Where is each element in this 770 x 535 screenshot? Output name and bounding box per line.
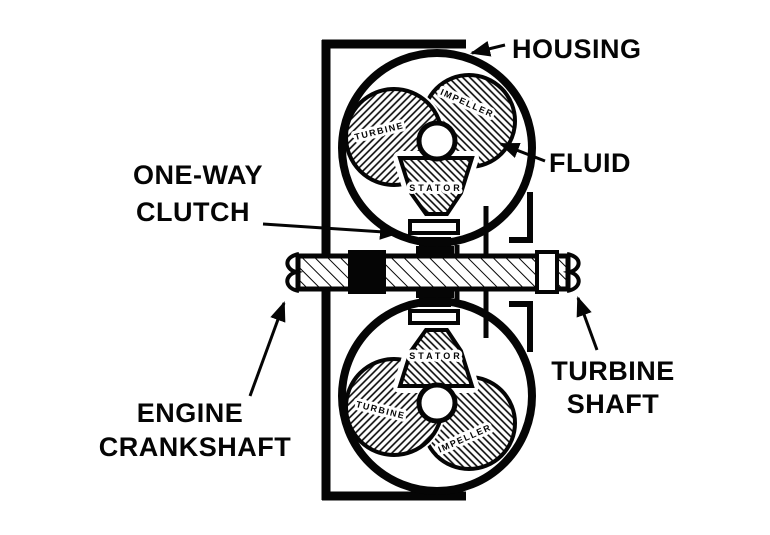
- crankshaft-spline-squiggle: [285, 252, 304, 293]
- fluid-callout: FLUID: [549, 148, 631, 178]
- bottom-one-way-clutch: [408, 309, 460, 325]
- fluid-leader-line: [499, 142, 546, 163]
- top-converter-assembly: TURBINE IMPELLER STATOR: [338, 49, 536, 256]
- top-housing-ring: [338, 49, 536, 247]
- bottom-housing-ring: [338, 297, 536, 495]
- turbine-shaft-callout-line2: SHAFT: [567, 389, 660, 419]
- bottom-stator-section: [397, 328, 475, 388]
- callout-labels: HOUSING FLUID ONE-WAY CLUTCH TURBINE SHA…: [99, 34, 675, 462]
- bottom-converter-assembly: STATOR TURBINE IMPELLER: [338, 288, 536, 495]
- bottom-right-bracket: [509, 301, 533, 352]
- shaft-assembly: [285, 250, 581, 294]
- engine-crankshaft-callout-line2: CRANKSHAFT: [99, 432, 291, 462]
- leader-lines: [248, 40, 599, 397]
- engine-crankshaft-leader-line: [248, 301, 286, 397]
- turbine-shaft-spline-squiggle: [562, 252, 581, 293]
- housing-leader-line: [470, 40, 506, 57]
- housing-callout: HOUSING: [512, 34, 642, 64]
- shaft-collar: [535, 250, 559, 294]
- bottom-hub: [416, 382, 458, 424]
- one-way-clutch-callout-line1: ONE-WAY: [133, 160, 263, 190]
- top-right-bracket: [509, 192, 533, 243]
- turbine-shaft-body: [295, 253, 571, 292]
- top-stator-label: STATOR: [409, 183, 463, 193]
- bottom-clutch-hub: [416, 288, 454, 298]
- shaft-coupling-block: [348, 250, 386, 294]
- engine-crankshaft-callout-line1: ENGINE: [137, 398, 244, 428]
- turbine-shaft-callout-line1: TURBINE: [551, 356, 675, 386]
- turbine-shaft-leader-line: [576, 296, 599, 351]
- top-hub: [416, 120, 458, 162]
- one-way-clutch-callout-line2: CLUTCH: [136, 197, 250, 227]
- one-way-clutch-leader-line: [262, 222, 400, 240]
- bottom-stator-label: STATOR: [409, 351, 463, 361]
- top-stator-section: [397, 156, 475, 216]
- top-one-way-clutch: [408, 219, 460, 235]
- top-clutch-hub: [416, 246, 454, 256]
